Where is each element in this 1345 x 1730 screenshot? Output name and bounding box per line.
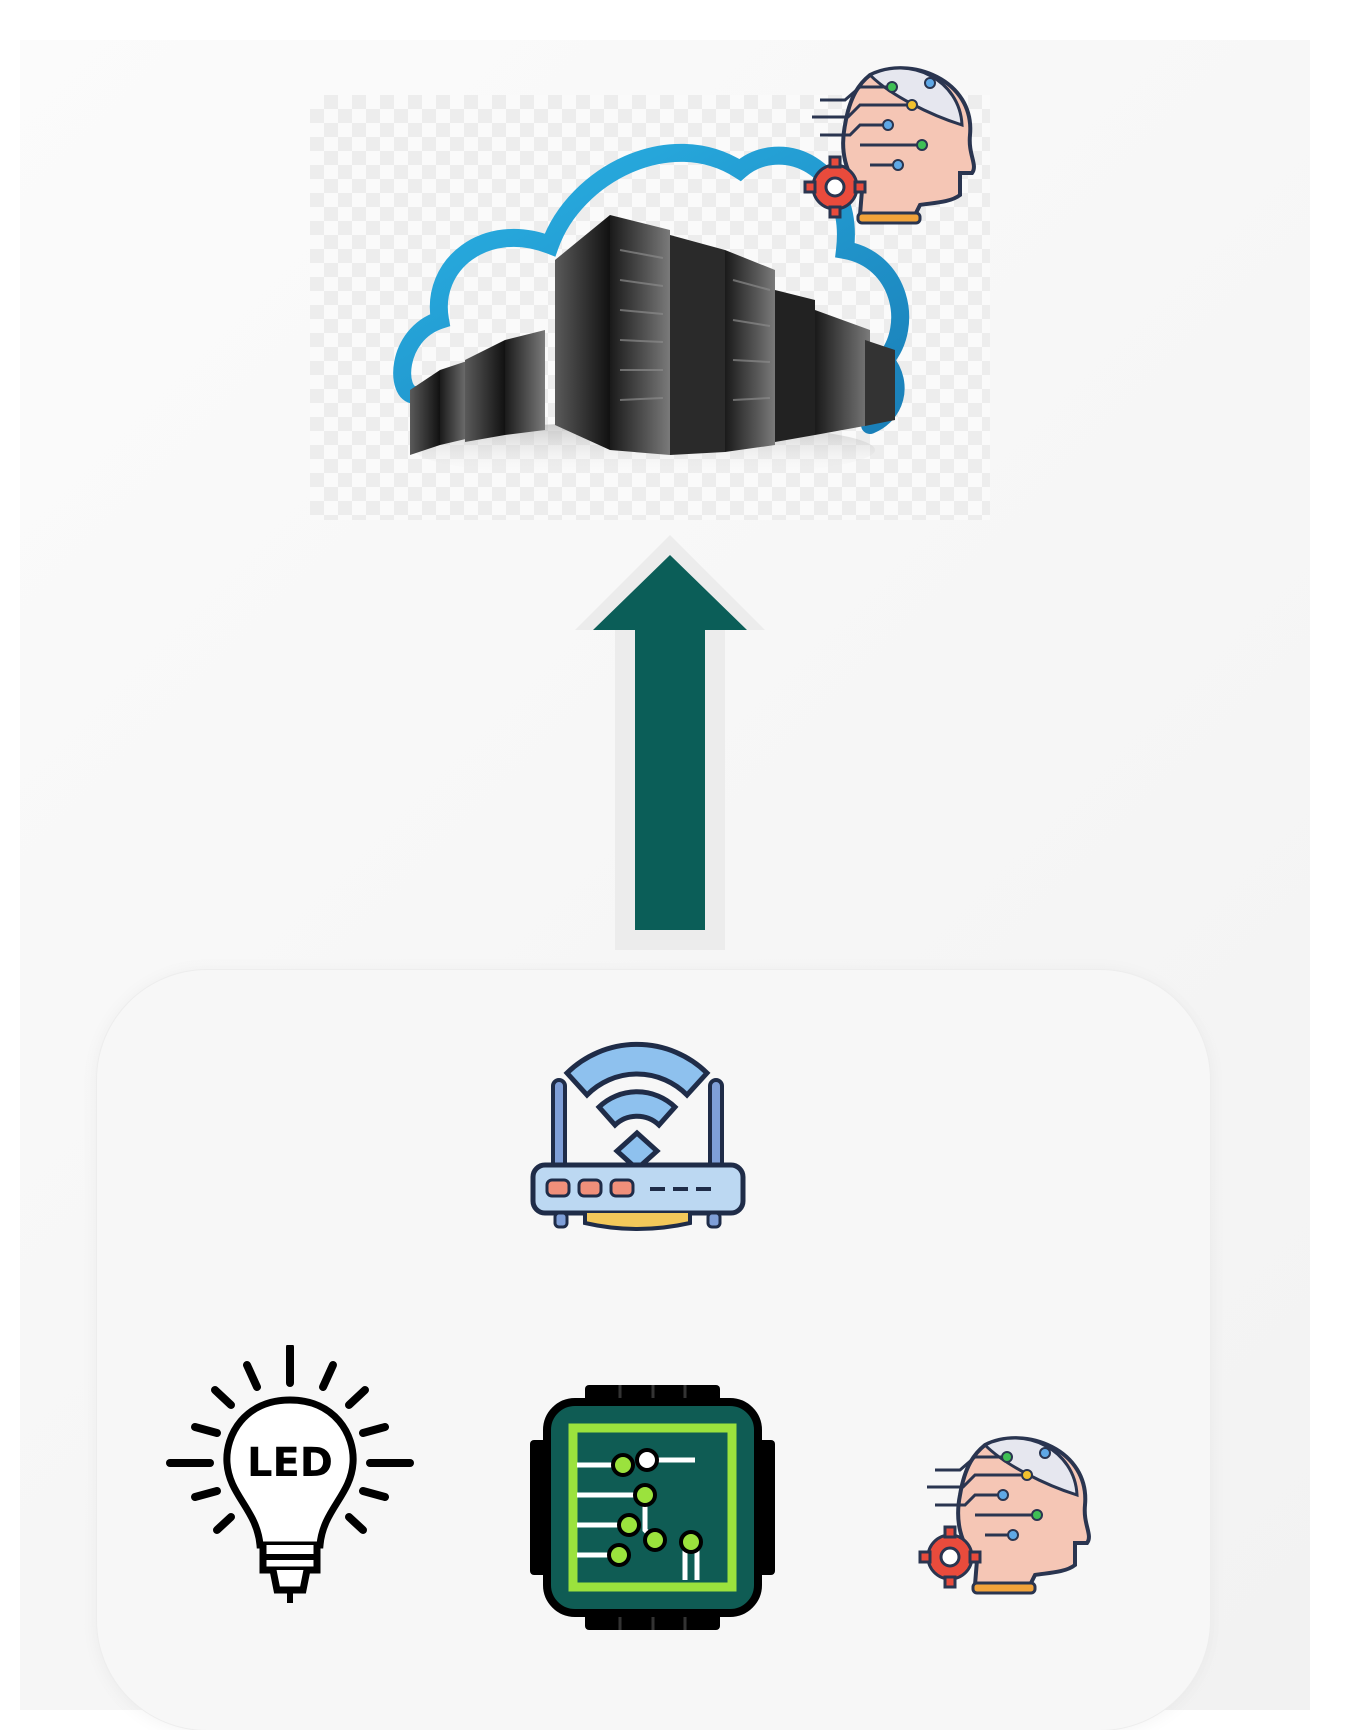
server-rack-icon — [410, 215, 895, 478]
ai-brain-icon — [918, 1436, 1091, 1595]
microcontroller-chip-icon — [530, 1385, 775, 1630]
upload-arrow — [575, 535, 765, 950]
led-bulb-outline — [166, 1345, 414, 1603]
led-label: LED — [246, 1440, 333, 1486]
led-bulb-icon: LED — [165, 1345, 415, 1610]
cloud-icon — [393, 144, 910, 434]
ai-brain-icon — [803, 66, 976, 225]
wifi-router-icon — [530, 1041, 746, 1231]
